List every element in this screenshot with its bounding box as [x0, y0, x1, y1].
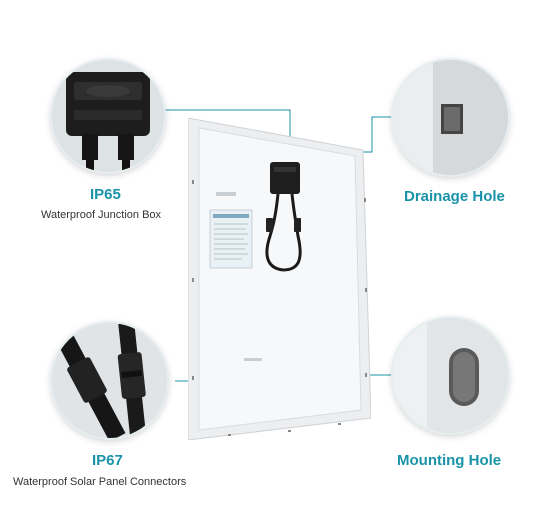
connectors-title: IP67 — [92, 452, 123, 469]
junction-subtitle: Waterproof Junction Box — [41, 209, 162, 221]
solar-panel — [188, 118, 371, 440]
connector-icon — [52, 323, 167, 438]
drainage-zoom — [393, 60, 508, 175]
drainage-title: Drainage Hole — [404, 188, 505, 205]
drainage-hole-icon — [393, 60, 508, 175]
solar-panel-back-image — [188, 118, 371, 440]
junction-box-zoom — [52, 60, 164, 172]
connectors-subtitle: Waterproof Solar Panel Connectors — [13, 476, 187, 488]
mounting-zoom — [393, 318, 508, 433]
mounting-hole-icon — [393, 318, 508, 433]
connectors-zoom — [52, 323, 167, 438]
junction-title: IP65 — [90, 186, 121, 203]
junction-box-icon — [52, 60, 164, 172]
mounting-title: Mounting Hole — [397, 452, 502, 469]
